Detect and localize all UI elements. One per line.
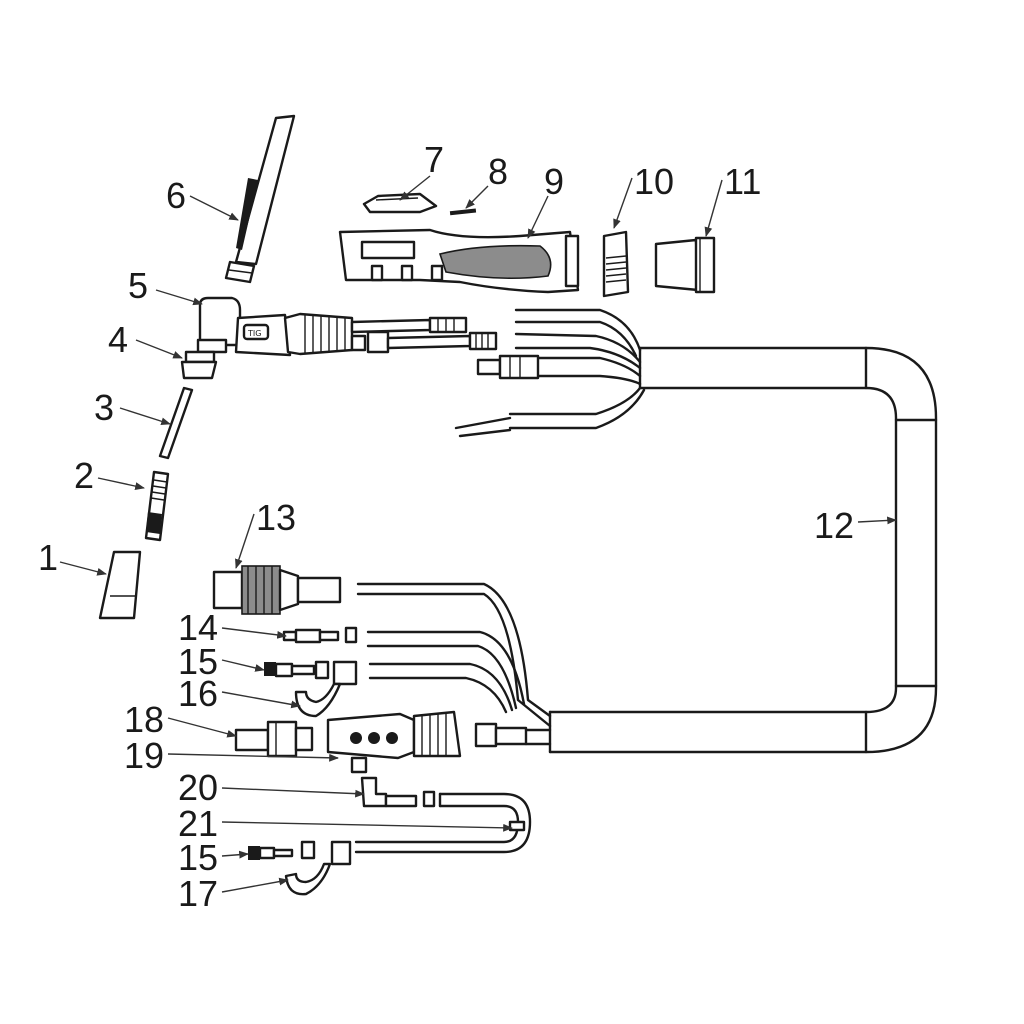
label-1: 1 [38,537,58,578]
lower-hose-branches [356,582,552,748]
label-6: 6 [166,175,186,216]
part-3-collet [158,386,194,460]
part-9-handle [338,228,580,294]
part-2-collet-body-threaded [144,470,170,542]
part-number-labels: 1 2 3 4 5 6 7 8 9 10 11 12 13 14 15 16 1… [38,139,854,914]
part-5-torch-head: TIG [196,296,498,357]
part-16-clamp [294,660,358,718]
label-9: 9 [544,161,564,202]
svg-text:TIG: TIG [247,329,261,338]
label-8: 8 [488,151,508,192]
leader-lines [59,175,897,893]
label-14: 14 [178,607,218,648]
label-15a: 15 [178,641,218,682]
label-16: 16 [178,673,218,714]
part-1-nozzle [98,550,142,620]
label-11: 11 [724,161,761,202]
part-11-rear-connector [654,236,716,294]
part-12-hose-loop [548,346,938,754]
part-8-strip [449,208,477,216]
part-15b-gas-fitting [248,840,316,860]
label-17: 17 [178,873,218,914]
part-10-grip-insert [602,230,630,298]
part-18-switch-connector [234,720,314,758]
label-10: 10 [634,161,674,202]
part-20-elbow-fitting [360,776,436,808]
label-12: 12 [814,505,854,546]
part-15-gas-fitting [264,660,330,680]
label-15b: 15 [178,837,218,878]
label-4: 4 [108,319,128,360]
label-13: 13 [256,497,296,538]
part-6-back-cap [224,114,296,284]
label-5: 5 [128,265,148,306]
part-17-clamp [284,840,352,896]
part-19-power-plug [326,710,462,774]
label-2: 2 [74,455,94,496]
label-3: 3 [94,387,114,428]
part-14-fitting [282,626,358,644]
label-20: 20 [178,767,218,808]
part-4-collet-body [180,350,218,380]
part-21-gas-hose [354,792,532,854]
upper-hose-branches [454,308,646,438]
label-18: 18 [124,699,164,740]
label-19: 19 [124,735,164,776]
label-21: 21 [178,803,218,844]
part-13-power-connector [212,565,342,615]
part-7-switch-button [362,192,438,214]
label-7: 7 [424,139,444,180]
